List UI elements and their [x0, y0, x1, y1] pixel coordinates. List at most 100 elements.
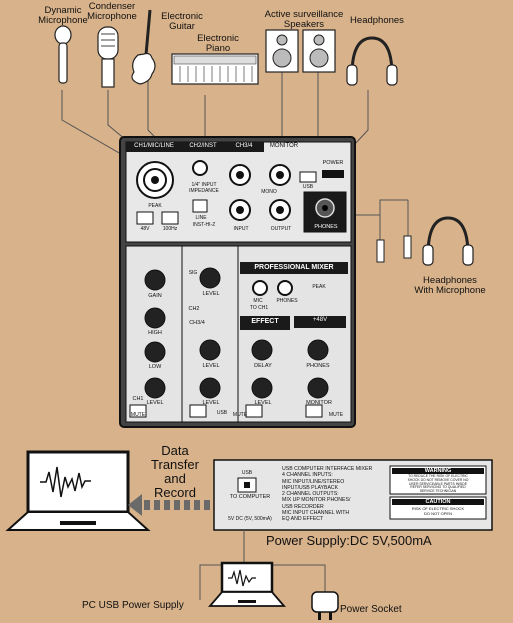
headset-line1: Headphones [423, 275, 477, 286]
caution-title: CAUTION [425, 499, 451, 505]
usb-port-label: USB [302, 184, 314, 190]
guitar-label: Electronic Guitar [152, 12, 212, 32]
input-impedance-line1: 1/4" INPUT [191, 182, 217, 188]
data-transfer-arrow [128, 494, 210, 516]
line-label: LINE [195, 215, 207, 221]
plus48v-label: +48V [312, 317, 328, 323]
feature-line-4: INPUT/USB PLAYBACK [282, 484, 339, 491]
ch1-level-label: LEVEL [146, 400, 164, 406]
output-label: OUTPUT [270, 226, 292, 232]
effect-level-label: LEVEL [254, 400, 272, 406]
input-impedance-label: 1/4" INPUT IMPEDANCE [184, 182, 224, 194]
monitor-label: MONITOR [269, 143, 299, 149]
condenser-microphone-icon [97, 26, 119, 88]
hpf-100hz-label: 100Hz [162, 226, 178, 232]
speakers-line2: Speakers [283, 19, 325, 30]
peak-top-label: PEAK [148, 203, 162, 209]
low-label: LOW [148, 364, 162, 370]
mute-label-1: MUTE [130, 412, 146, 418]
mic-in-label: MIC [253, 298, 263, 304]
phantom-48v-label: 48V [140, 226, 150, 232]
power-plug-icon [311, 591, 339, 620]
inst-hi-z-label: INST-HI-Z [192, 222, 216, 228]
headphones-icon [346, 36, 398, 86]
ch2-level-label: LEVEL [202, 291, 220, 297]
feature-line-1: USB COMPUTER INTERFACE MIXER [282, 466, 373, 472]
electric-guitar-icon [131, 9, 156, 85]
effect-knobs [251, 339, 329, 399]
mono-label: MONO [261, 189, 277, 195]
warning-line-3: USER SERVICEABLE PARTS INSIDE [408, 481, 468, 486]
phones-mic-label: PHONES [276, 298, 298, 304]
piano-line1: Electronic [197, 33, 239, 44]
to-ch1-label: TO CH1 [249, 305, 269, 311]
ch1-mic-line-label: CH1/MIC/LINE [134, 143, 174, 149]
ch2-inst-label: CH2/INST [189, 143, 217, 149]
monitor-level-label: MONITOR [306, 400, 332, 406]
ch1-knobs [144, 269, 166, 399]
warning-line-4: REFER SERVICING TO QUALIFIED [410, 485, 466, 490]
usb-channel-label: USB [216, 410, 228, 416]
warning-line-5: SERVICE TECHNICIAN [419, 489, 457, 494]
ch1-tag: CH1 [132, 396, 144, 402]
data-transfer-word2: Transfer [151, 457, 199, 472]
ch34-level-label: LEVEL [202, 363, 220, 369]
dc-input-label: 5V DC (5V, 500mA) [228, 516, 272, 522]
phones-top-label: PHONES [314, 224, 338, 230]
caution-line-2: DO NOT OPEN [424, 510, 452, 516]
peak-bottom-label: PEAK [312, 284, 326, 290]
mute-label-3: MUTE [328, 412, 344, 418]
dynamic-mic-line2: Microphone [38, 15, 88, 26]
piano-line2: Piano [205, 43, 231, 54]
back-usb-label: USB [241, 470, 253, 476]
caution-line-1: RISK OF ELECTRIC SHOCK [411, 506, 465, 511]
feature-line-3: MIC INPUT/LINE/STEREO [282, 478, 345, 485]
data-transfer-word1: Data [161, 443, 189, 458]
cable-lines [61, 72, 409, 245]
phones-level-label: PHONES [306, 363, 330, 369]
warning-title: WARNING [424, 468, 452, 474]
feature-line-6: MIX UP MONITOR PHONES/ [282, 497, 351, 504]
power-supply-label: Power Supply:DC 5V,500mA [266, 533, 432, 548]
high-label: HIGH [148, 330, 162, 336]
dynamic-mic-line1: Dynamic [44, 5, 82, 16]
mute-label-2: MUTE [232, 412, 248, 418]
ch3-4-label: CH3/4 [235, 143, 253, 149]
caution-text: RISK OF ELECTRIC SHOCK DO NOT OPEN [392, 506, 484, 516]
feature-line-7: USB RECORDER [282, 503, 324, 510]
feature-line-2: 4 CHANNEL INPUTS: [282, 472, 333, 479]
headset-label: Headphones With Microphone [404, 276, 496, 296]
laptop-bottom-icon [208, 561, 286, 607]
ch2-ch34-knobs [199, 267, 221, 399]
gain-label: GAIN [148, 293, 162, 299]
pc-usb-power-label: PC USB Power Supply [82, 600, 184, 611]
warning-text: TO REDUCE THE RISK OF ELECTRIC SHOCK DO … [392, 474, 484, 494]
guitar-line1: Electronic [161, 11, 203, 22]
power-socket-label: Power Socket [340, 604, 402, 615]
input-impedance-line2: IMPEDANCE [189, 188, 219, 194]
data-transfer-word4: Record [154, 485, 196, 500]
condenser-microphone-label: Condenser Microphone [82, 2, 142, 22]
headphones-label: Headphones [350, 15, 404, 26]
input-label: INPUT [233, 226, 249, 232]
headset-line2: With Microphone [414, 285, 486, 296]
data-transfer-label: Data Transfer and Record [135, 444, 215, 500]
speakers-icon [265, 29, 336, 73]
professional-mixer-label: PROFESSIONAL MIXER [254, 264, 334, 271]
delay-label: DELAY [254, 363, 272, 369]
feature-line-9: EQ AND EFFECT [282, 516, 324, 523]
ch34-tag: CH3/4 [189, 320, 205, 326]
power-label: POWER [322, 160, 344, 166]
to-computer-label: TO COMPUTER [229, 494, 271, 500]
feature-line-8: MIC INPUT CHANNEL WITH [282, 510, 350, 517]
data-transfer-word3: and [164, 471, 186, 486]
dynamic-microphone-icon [54, 25, 72, 84]
usb-level-label: LEVEL [202, 400, 220, 406]
laptop-left-icon [5, 450, 151, 531]
effect-label: EFFECT [251, 318, 279, 325]
ch2-tag: CH2 [188, 306, 200, 312]
warning-line-1: TO REDUCE THE RISK OF ELECTRIC [408, 474, 468, 478]
electronic-piano-icon [171, 53, 259, 85]
condenser-mic-line1: Condenser [88, 1, 136, 12]
